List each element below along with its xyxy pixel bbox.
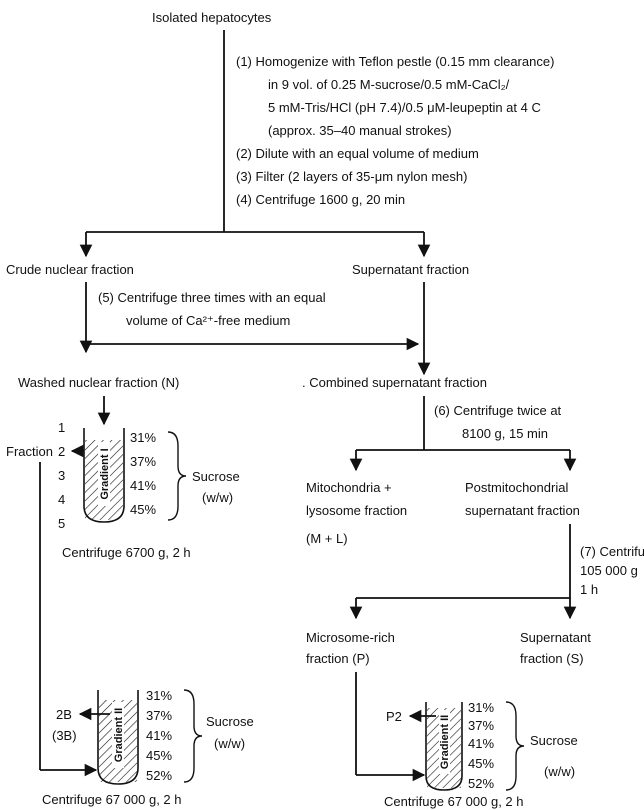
gradient2-left-tube: Gradient II bbox=[97, 690, 139, 785]
gradient1-label: Gradient I bbox=[99, 448, 111, 499]
washed-nuclear-label: Washed nuclear fraction (N) bbox=[18, 375, 179, 390]
fraction-number-5: 5 bbox=[58, 516, 65, 531]
step-6-line-1: (6) Centrifuge twice at bbox=[434, 403, 562, 418]
gradient2-right-percents: 31% 37% 41% 45% 52% bbox=[468, 700, 494, 791]
g2r-pct-31: 31% bbox=[468, 700, 494, 715]
step-1-line-3: 5 mM-Tris/HCl (pH 7.4)/0.5 μM-leupeptin … bbox=[268, 100, 541, 115]
fraction-number-2: 2 bbox=[58, 444, 65, 459]
step-2: (2) Dilute with an equal volume of mediu… bbox=[236, 146, 479, 161]
gradient1-brace bbox=[167, 431, 187, 521]
fraction-label: Fraction bbox=[6, 444, 53, 459]
step-7-line-1: (7) Centrifuge bbox=[580, 544, 644, 559]
crude-nuclear-label: Crude nuclear fraction bbox=[6, 262, 134, 277]
microsome-line-2: fraction (P) bbox=[306, 651, 370, 666]
microsome-line-1: Microsome-rich bbox=[306, 630, 395, 645]
step-6-line-2: 8100 g, 15 min bbox=[462, 426, 548, 441]
step-3: (3) Filter (2 layers of 35-μm nylon mesh… bbox=[236, 169, 467, 184]
gradient2-right-label: Gradient II bbox=[439, 715, 451, 769]
gradient2-right-brace bbox=[505, 701, 525, 791]
gradient1-centrifuge: Centrifuge 6700 g, 2 h bbox=[62, 545, 191, 560]
supernatant-label: Supernatant fraction bbox=[352, 262, 469, 277]
g1-pct-45: 45% bbox=[130, 502, 156, 517]
step-1-line-1: (1) Homogenize with Teflon pestle (0.15 … bbox=[236, 54, 554, 69]
postmito-line-2: supernatant fraction bbox=[465, 503, 580, 518]
step-1-line-2: in 9 vol. of 0.25 M-sucrose/0.5 mM-CaCl₂… bbox=[268, 77, 510, 92]
mito-line-1: Mitochondria + bbox=[306, 480, 392, 495]
g2r-pct-45: 45% bbox=[468, 756, 494, 771]
steps-top: (1) Homogenize with Teflon pestle (0.15 … bbox=[236, 54, 554, 207]
fraction-number-4: 4 bbox=[58, 492, 65, 507]
mito-line-2: lysosome fraction bbox=[306, 503, 407, 518]
gradient2-right-tube: Gradient II bbox=[425, 702, 463, 791]
gradient2-left-label: Gradient II bbox=[113, 708, 125, 762]
g1-pct-41: 41% bbox=[130, 478, 156, 493]
step-7-line-3: 1 h bbox=[580, 582, 598, 597]
g1-pct-31: 31% bbox=[130, 430, 156, 445]
g2r-pct-41: 41% bbox=[468, 736, 494, 751]
start-label: Isolated hepatocytes bbox=[152, 10, 272, 25]
gradient2-left-sucrose: Sucrose bbox=[206, 714, 254, 729]
g1-pct-37: 37% bbox=[130, 454, 156, 469]
mito-line-3: (M + L) bbox=[306, 531, 348, 546]
gradient1-percents: 31% 37% 41% 45% bbox=[130, 430, 156, 517]
combined-supernatant-label: . Combined supernatant fraction bbox=[302, 375, 487, 390]
gradient2-right-ww: (w/w) bbox=[544, 764, 575, 779]
gradient2-right-centrifuge: Centrifuge 67 000 g, 2 h bbox=[384, 794, 524, 809]
g2r-pct-52: 52% bbox=[468, 776, 494, 791]
fraction-number-3: 3 bbox=[58, 468, 65, 483]
g2l-pct-31: 31% bbox=[146, 688, 172, 703]
step-7-line-2: 105 000 g bbox=[580, 563, 638, 578]
g2l-pct-41: 41% bbox=[146, 728, 172, 743]
supern-s-line-2: fraction (S) bbox=[520, 651, 584, 666]
step-5-line-2: volume of Ca²⁺-free medium bbox=[126, 313, 290, 328]
gradient1-sucrose: Sucrose bbox=[192, 469, 240, 484]
2b-label: 2B bbox=[56, 707, 72, 722]
gradient2-left-centrifuge: Centrifuge 67 000 g, 2 h bbox=[42, 792, 182, 807]
g2l-pct-37: 37% bbox=[146, 708, 172, 723]
gradient2-right-sucrose: Sucrose bbox=[530, 733, 578, 748]
gradient2-left-ww: (w/w) bbox=[214, 736, 245, 751]
p2-label: P2 bbox=[386, 709, 402, 724]
g2l-pct-45: 45% bbox=[146, 748, 172, 763]
gradient2-left-brace bbox=[183, 689, 203, 783]
gradient2-left-percents: 31% 37% 41% 45% 52% bbox=[146, 688, 172, 783]
g2r-pct-37: 37% bbox=[468, 718, 494, 733]
supern-s-line-1: Supernatant bbox=[520, 630, 591, 645]
fraction-number-1: 1 bbox=[58, 420, 65, 435]
step-5-line-1: (5) Centrifuge three times with an equal bbox=[98, 290, 326, 305]
g2l-pct-52: 52% bbox=[146, 768, 172, 783]
gradient1-fraction-numbers: 1 2 3 4 5 bbox=[58, 420, 65, 531]
step-1-line-4: (approx. 35–40 manual strokes) bbox=[268, 123, 452, 138]
postmito-line-1: Postmitochondrial bbox=[465, 480, 568, 495]
step-4: (4) Centrifuge 1600 g, 20 min bbox=[236, 192, 405, 207]
3b-label: (3B) bbox=[52, 728, 77, 743]
gradient1-tube: Gradient I bbox=[83, 428, 125, 523]
gradient1-ww: (w/w) bbox=[202, 490, 233, 505]
